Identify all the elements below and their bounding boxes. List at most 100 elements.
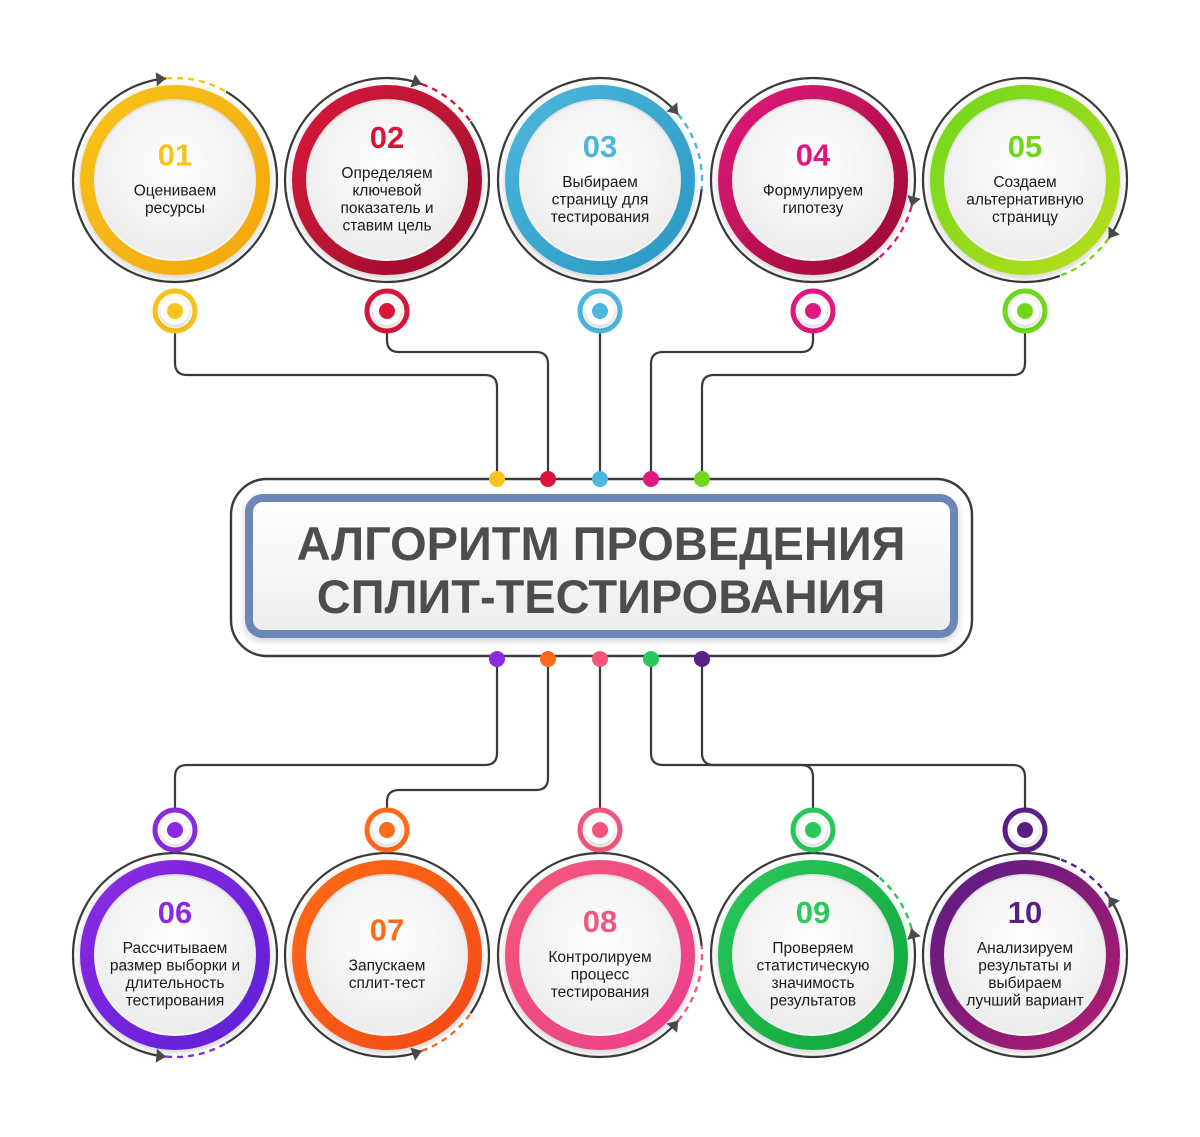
arc-arrow-icon (666, 1020, 679, 1033)
connector-line-05 (700, 331, 1027, 479)
step-label-line: лучший вариант (966, 993, 1083, 1010)
step-label-line: размер выборки и (110, 958, 240, 975)
step-number: 02 (370, 120, 404, 155)
step-number: 01 (158, 138, 192, 173)
step-label-line: значимость (772, 975, 855, 992)
step-label-line: ресурсы (145, 200, 205, 217)
title-box-dot-01 (489, 471, 505, 487)
arc-dashed-segment (1059, 237, 1110, 277)
connector-line-07 (385, 659, 550, 810)
arc-dashed-segment (166, 76, 227, 93)
step-inner-circle (308, 101, 466, 259)
title-box-dot-09 (643, 651, 659, 667)
step-number: 07 (370, 913, 404, 948)
connector-dots (489, 471, 710, 667)
arc-arrow-icon (1108, 896, 1120, 909)
step-node-06 (152, 807, 198, 853)
arc-dashed-segment (877, 875, 913, 929)
title-box-dot-03 (592, 471, 608, 487)
step-label-line: Запускаем (349, 958, 426, 975)
step-label-line: выбираем (988, 975, 1061, 992)
step-label-line: Проверяем (772, 940, 853, 957)
node-center-dot (805, 822, 821, 838)
title-line-1: АЛГОРИТМ ПРОВЕДЕНИЯ (297, 517, 906, 570)
step-number: 04 (796, 138, 831, 173)
step-label-line: Рассчитываем (123, 940, 228, 957)
step-label-line: сплит-тест (349, 975, 426, 992)
title-box-dot-08 (592, 651, 608, 667)
connector-line-01 (173, 331, 499, 479)
step-label-line: результаты и (978, 958, 1072, 975)
arc-dashed-segment (877, 206, 913, 260)
title-line-2: СПЛИТ-ТЕСТИРОВАНИЯ (317, 570, 886, 623)
step-color-ring (505, 85, 695, 275)
step-inner-circle (96, 101, 254, 259)
title-box-dot-06 (489, 651, 505, 667)
node-center-dot (167, 822, 183, 838)
step-label-line: тестирования (551, 984, 650, 1001)
step-inner-circle (734, 876, 892, 1034)
step-color-ring (930, 85, 1120, 275)
step-inner-circle (521, 101, 679, 259)
arc-arrow-icon (155, 72, 167, 87)
step-color-ring (505, 860, 695, 1050)
node-center-dot (379, 303, 395, 319)
step-label-line: альтернативную (966, 191, 1083, 208)
connector-lines (173, 331, 1027, 810)
node-center-dot (379, 822, 395, 838)
step-inner-circle (308, 876, 466, 1034)
step-node-03 (577, 288, 623, 334)
step-label-line: Создаем (993, 174, 1056, 191)
step-label-line: Определяем (341, 165, 432, 182)
step-color-ring (718, 860, 908, 1050)
step-color-ring (718, 85, 908, 275)
arc-dashed-segment (421, 83, 472, 123)
step-label-line: процесс (571, 966, 630, 983)
arc-dashed-segment (1059, 858, 1110, 898)
step-label-line: ставим цель (342, 218, 431, 235)
step-label-line: Контролируем (548, 949, 651, 966)
node-center-dot (805, 303, 821, 319)
title-box-dot-04 (643, 471, 659, 487)
step-label-line: показатель и (340, 200, 433, 217)
arc-arrow-icon (666, 102, 679, 115)
step-inner-circle (96, 876, 254, 1034)
step-label-line: тестирования (551, 209, 650, 226)
connector-line-04 (649, 331, 815, 479)
step-color-ring (930, 860, 1120, 1050)
step-color-ring (80, 860, 270, 1050)
step-node-04 (790, 288, 836, 334)
connector-line-10 (700, 659, 1027, 810)
step-label-line: Оцениваем (134, 183, 217, 200)
step-label-line: Формулируем (763, 183, 863, 200)
title-box-dot-07 (540, 651, 556, 667)
step-color-ring (292, 85, 482, 275)
arc-dashed-segment (421, 1012, 472, 1052)
step-label-line: гипотезу (783, 200, 844, 217)
step-label-line: Анализируем (977, 940, 1073, 957)
step-09: 09Проверяемстатистическуюзначимостьрезул… (709, 851, 921, 1059)
step-node-08 (577, 807, 623, 853)
step-label-line: страницу (992, 209, 1058, 226)
step-circles: 01Оцениваемресурсы02Определяемключевойпо… (71, 72, 1129, 1063)
step-number: 06 (158, 895, 192, 930)
connector-line-09 (649, 659, 815, 810)
step-node-01 (152, 288, 198, 334)
step-inner-circle (946, 876, 1104, 1034)
node-center-dot (592, 303, 608, 319)
title-box-dot-05 (694, 471, 710, 487)
step-number: 09 (796, 895, 830, 930)
connector-line-02 (385, 331, 550, 479)
step-color-ring (80, 85, 270, 275)
step-label-line: статистическую (757, 958, 870, 975)
arc-arrow-icon (907, 195, 921, 207)
